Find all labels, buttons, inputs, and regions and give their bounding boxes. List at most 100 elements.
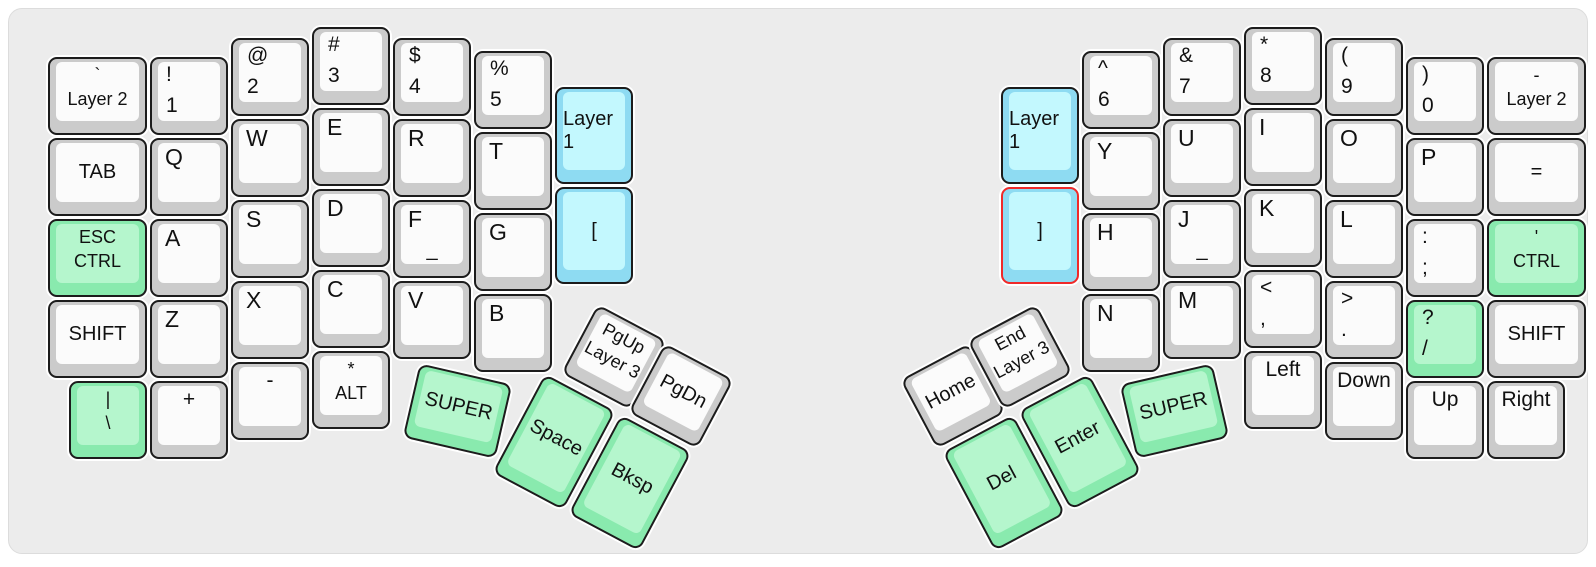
- keycap-surface: U: [1171, 124, 1233, 183]
- key-at-2[interactable]: @2: [231, 38, 309, 116]
- key-j[interactable]: J_: [1163, 200, 1241, 278]
- key-plus[interactable]: +: [150, 381, 228, 459]
- key-legend: ?: [1422, 306, 1434, 329]
- key-w[interactable]: W: [231, 119, 309, 197]
- key-legend: .: [1341, 318, 1347, 341]
- key-legend: ALT: [335, 383, 367, 404]
- key-legend: T: [489, 138, 504, 164]
- key-lparen-9[interactable]: (9: [1325, 38, 1403, 116]
- key-asterisk-alt[interactable]: * ALT: [312, 351, 390, 429]
- key-o[interactable]: O: [1325, 119, 1403, 197]
- key-y[interactable]: Y: [1082, 132, 1160, 210]
- key-legend: 3: [328, 64, 340, 87]
- homing-bar-legend: _: [426, 239, 438, 261]
- keycap-surface: TAB: [56, 143, 139, 202]
- key-quote-ctrl[interactable]: 'CTRL: [1487, 219, 1586, 297]
- key-rbracket[interactable]: ]: [1001, 187, 1079, 284]
- key-lt-comma[interactable]: <,: [1244, 270, 1322, 348]
- key-equals[interactable]: =: [1487, 138, 1586, 216]
- key-gt-period[interactable]: >.: [1325, 281, 1403, 359]
- key-layer1-left[interactable]: Layer 1: [555, 87, 633, 184]
- key-p[interactable]: P: [1406, 138, 1484, 216]
- key-question-slash[interactable]: ?/: [1406, 300, 1484, 378]
- keycap-surface: SUPER: [413, 369, 504, 444]
- key-r[interactable]: R: [393, 119, 471, 197]
- keycap-surface: SHIFT: [56, 305, 139, 364]
- key-minus-layer2[interactable]: -Layer 2: [1487, 57, 1586, 135]
- key-h[interactable]: H: [1082, 213, 1160, 291]
- key-tab[interactable]: TAB: [48, 138, 147, 216]
- key-shift-right[interactable]: SHIFT: [1487, 300, 1586, 378]
- key-n[interactable]: N: [1082, 294, 1160, 372]
- key-legend: `: [94, 65, 101, 85]
- keycap-surface: ?/: [1414, 305, 1476, 364]
- keycap-surface: * ALT: [320, 356, 382, 415]
- key-u[interactable]: U: [1163, 119, 1241, 197]
- key-legend: CTRL: [73, 251, 121, 272]
- key-shift-left[interactable]: SHIFT: [48, 300, 147, 378]
- key-legend: Down: [1337, 369, 1391, 392]
- key-asterisk-8[interactable]: *8: [1244, 27, 1322, 105]
- key-pipe-backslash[interactable]: |\: [69, 381, 147, 459]
- key-backtick-layer2[interactable]: `Layer 2: [48, 57, 147, 135]
- key-legend: *: [347, 359, 355, 379]
- key-a[interactable]: A: [150, 219, 228, 297]
- key-down-arrow[interactable]: Down: [1325, 362, 1403, 440]
- key-s[interactable]: S: [231, 200, 309, 278]
- key-b[interactable]: B: [474, 294, 552, 372]
- key-rparen-0[interactable]: )0: [1406, 57, 1484, 135]
- key-dollar-4[interactable]: $4: [393, 38, 471, 116]
- homing-bar-legend: _: [1196, 239, 1208, 261]
- key-legend: -: [266, 369, 274, 392]
- key-q[interactable]: Q: [150, 138, 228, 216]
- key-x[interactable]: X: [231, 281, 309, 359]
- key-percent-5[interactable]: %5: [474, 51, 552, 129]
- keycap-surface: @2: [239, 43, 301, 102]
- key-right-arrow[interactable]: Right: [1487, 381, 1565, 459]
- key-minus-left[interactable]: -: [231, 362, 309, 440]
- key-i[interactable]: I: [1244, 108, 1322, 186]
- key-hash-3[interactable]: #3: [312, 27, 390, 105]
- key-left-arrow[interactable]: Left: [1244, 351, 1322, 429]
- key-e[interactable]: E: [312, 108, 390, 186]
- key-k[interactable]: K: [1244, 189, 1322, 267]
- key-z[interactable]: Z: [150, 300, 228, 378]
- key-layer1-right[interactable]: Layer 1: [1001, 87, 1079, 184]
- keycap-surface: <,: [1252, 275, 1314, 334]
- key-legend: PgDn: [656, 370, 711, 414]
- key-f[interactable]: F_: [393, 200, 471, 278]
- keycap-surface: R: [401, 124, 463, 183]
- key-legend: -: [1533, 65, 1540, 85]
- key-c[interactable]: C: [312, 270, 390, 348]
- key-caret-6[interactable]: ^6: [1082, 51, 1160, 129]
- key-super-right[interactable]: SUPER: [1119, 363, 1230, 459]
- key-l[interactable]: L: [1325, 200, 1403, 278]
- key-super-left[interactable]: SUPER: [402, 363, 513, 459]
- key-g[interactable]: G: [474, 213, 552, 291]
- key-m[interactable]: M: [1163, 281, 1241, 359]
- key-exclam-1[interactable]: !1: [150, 57, 228, 135]
- key-d[interactable]: D: [312, 189, 390, 267]
- key-legend: 1: [166, 94, 178, 117]
- keycap-surface: Layer 1: [563, 92, 625, 170]
- key-legend: 6: [1098, 88, 1110, 111]
- key-legend: Up: [1431, 388, 1459, 411]
- key-amp-7[interactable]: &7: [1163, 38, 1241, 116]
- keycap-surface: &7: [1171, 43, 1233, 102]
- key-legend: ]: [1037, 219, 1043, 242]
- key-v[interactable]: V: [393, 281, 471, 359]
- key-t[interactable]: T: [474, 132, 552, 210]
- key-legend: (: [1341, 44, 1348, 67]
- key-legend: SHIFT: [1507, 323, 1566, 345]
- key-legend: ,: [1260, 307, 1266, 330]
- key-legend: N: [1097, 300, 1114, 326]
- key-legend: /: [1422, 337, 1428, 360]
- key-up-arrow[interactable]: Up: [1406, 381, 1484, 459]
- keycap-surface: (9: [1333, 43, 1395, 102]
- key-lbracket[interactable]: [: [555, 187, 633, 284]
- key-legend: Left: [1265, 358, 1301, 381]
- key-legend: Enter: [1051, 416, 1104, 459]
- key-colon-semicolon[interactable]: :;: [1406, 219, 1484, 297]
